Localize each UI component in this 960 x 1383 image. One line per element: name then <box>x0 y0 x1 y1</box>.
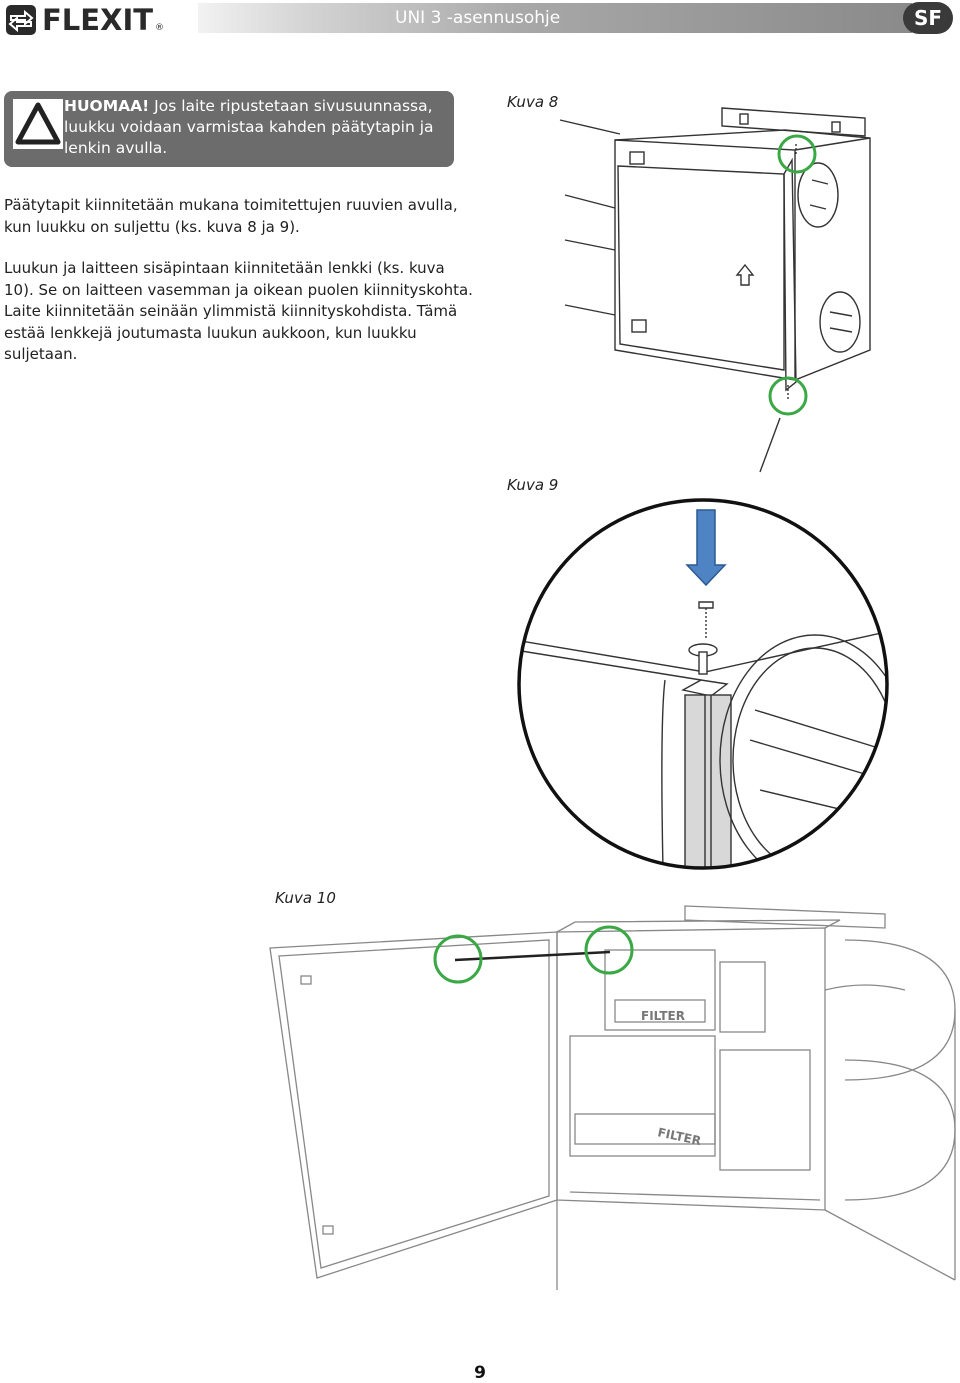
paragraph-end-pins: Päätytapit kiinnitetään mukana toimitett… <box>4 196 458 236</box>
registered-mark: ® <box>155 23 165 33</box>
language-badge: SF <box>903 2 953 34</box>
logo-text: FLEXIT <box>42 3 154 37</box>
document-title: UNI 3 -asennusohje <box>395 8 561 28</box>
exchange-arrows-icon <box>6 5 36 35</box>
figure-10-caption: Kuva 10 <box>275 889 336 907</box>
figure-9-illustration <box>517 498 889 870</box>
warning-label: HUOMAA! <box>64 97 150 115</box>
paragraph-loop: Luukun ja laitteen sisäpintaan kiinnitet… <box>4 259 473 363</box>
figure-9-caption: Kuva 9 <box>507 476 559 494</box>
figure-8-illustration <box>559 107 871 473</box>
highlight-ring-bottom <box>768 376 808 416</box>
flexit-logo: FLEXIT ® <box>6 3 164 37</box>
warning-triangle-icon <box>13 99 63 149</box>
page-number: 9 <box>474 1363 486 1383</box>
highlight-ring-door <box>433 934 483 984</box>
down-arrow-icon <box>685 509 727 587</box>
warning-text: HUOMAA! Jos laite ripustetaan sivusuunna… <box>64 96 449 159</box>
highlight-ring-top <box>777 134 817 174</box>
highlight-ring-unit <box>584 925 634 975</box>
page-header: FLEXIT ® UNI 3 -asennusohje SF <box>0 0 960 38</box>
header-bar <box>198 3 912 33</box>
filter-label-upper: FILTER <box>641 1009 685 1023</box>
figure-8-caption: Kuva 8 <box>507 93 559 111</box>
figure-10-illustration: FILTER FILTER <box>269 905 956 1290</box>
warning-body: Jos laite ripustetaan sivusuunnassa, luu… <box>64 97 434 157</box>
warning-box: HUOMAA! Jos laite ripustetaan sivusuunna… <box>4 91 454 167</box>
